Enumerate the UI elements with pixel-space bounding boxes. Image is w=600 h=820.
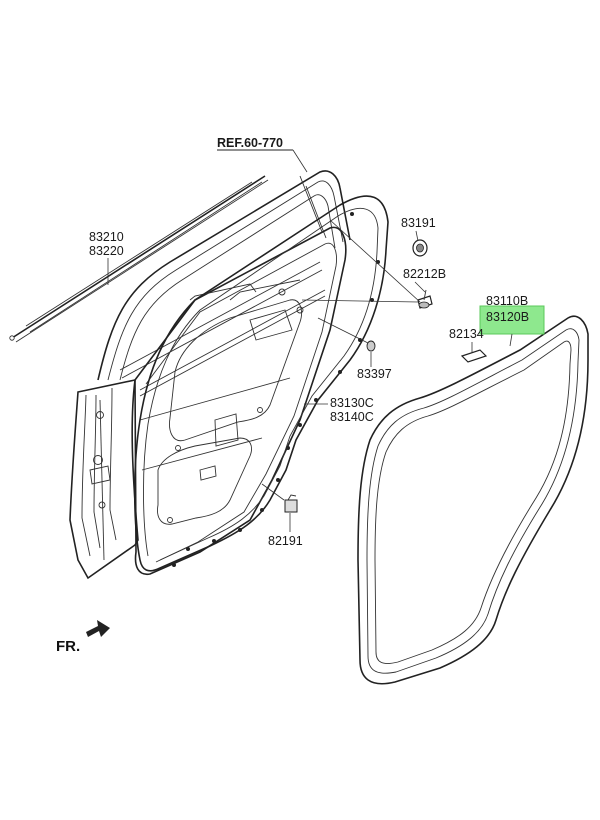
part-number: 83397 [357, 367, 392, 381]
leader-line [317, 317, 369, 344]
grommet-83191 [412, 239, 428, 257]
leader-line [509, 333, 513, 347]
door-inner-panel-part [69, 226, 347, 580]
leader-line [414, 281, 426, 293]
front-arrow-icon [86, 620, 110, 637]
clip-82191 [284, 494, 298, 513]
clip-82212B [417, 289, 433, 309]
leader-line [415, 230, 419, 242]
part-number: 83220 [89, 244, 124, 258]
callout-82134[interactable]: 82134 [449, 327, 484, 353]
front-direction-indicator: FR. [56, 620, 110, 655]
door-side-weatherstrip-part [357, 315, 589, 685]
part-number: 83210 [89, 230, 124, 244]
part-number: 83140C [330, 410, 374, 424]
leader-line [301, 299, 419, 303]
callout-83210[interactable]: 83210 83220 [89, 230, 124, 285]
part-number: 83110B [486, 294, 528, 308]
ref-leader-line [292, 149, 308, 173]
leader-line [329, 219, 421, 303]
part-number: 83130C [330, 396, 374, 410]
callout-82191[interactable]: 82191 [261, 483, 303, 548]
part-number: 82212B [403, 267, 446, 281]
callout-83110B[interactable]: 83110B 83120B [479, 294, 545, 347]
callout-82212B[interactable]: 82212B [301, 219, 446, 303]
callout-83191[interactable]: 83191 [401, 216, 436, 242]
callout-83397[interactable]: 83397 [317, 317, 392, 381]
callout-83130C[interactable]: 83130C 83140C [304, 396, 374, 424]
plug-83397 [366, 340, 376, 352]
part-number: 82191 [268, 534, 303, 548]
leader-line [261, 483, 285, 501]
weatherstrip-clip-82134 [460, 349, 488, 363]
front-label: FR. [56, 638, 80, 655]
ref-label: REF.60-770 [217, 136, 283, 150]
door-weatherstrip-part [133, 195, 389, 572]
part-number: 83120B [486, 310, 529, 324]
belt-molding-part [9, 175, 269, 343]
part-number: 83191 [401, 216, 436, 230]
ref-callout[interactable]: REF.60-770 [217, 136, 308, 173]
part-number: 82134 [449, 327, 484, 341]
door-frame-part [97, 170, 351, 397]
highlight-box [479, 305, 545, 335]
